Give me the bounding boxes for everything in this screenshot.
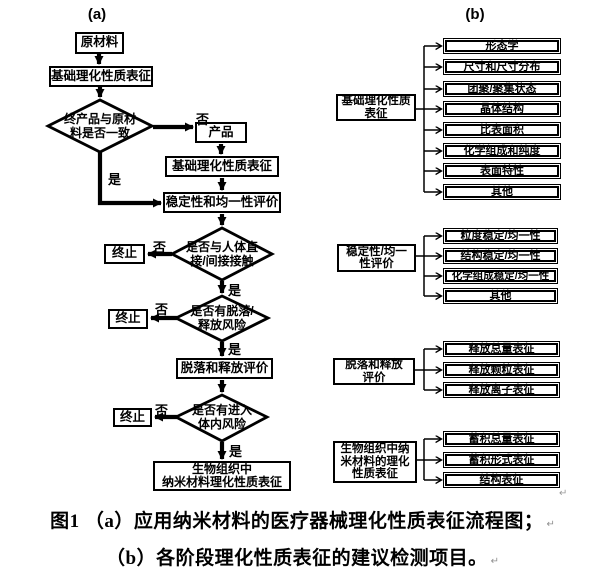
item-accumulation-form: 蓄积形式表征 (443, 452, 560, 468)
group1-header-line2: 表征 (364, 107, 388, 120)
figure-caption-line1: 图1 （a）应用纳米材料的医疗器械理化性质表征流程图；↵ (0, 506, 605, 533)
panel-b-label: (b) (465, 6, 485, 23)
stop-box-1: 终止 (104, 244, 145, 264)
decision-consistency-shape (44, 98, 156, 154)
decision-shedding-shape (172, 294, 272, 343)
decision-contact-label: 是否与人体直 接/间接接触 (172, 232, 272, 276)
group1-header-line1: 基础理化性质 (341, 95, 411, 107)
decision-shedding-line1: 是否有脱落/ (190, 304, 254, 318)
decision-consistency-label: 终产品与原材 料是否一致 (55, 103, 145, 149)
bio-tissue-line1: 生物组织中 (191, 462, 252, 476)
group-header-bio-tissue: 生物组织中纳 米材料的理化 性质表征 (333, 441, 417, 483)
item-released-particles: 释放颗粒表征 (443, 362, 560, 378)
bio-tissue-characterization-box: 生物组织中 纳米材料理化性质表征 (153, 461, 291, 491)
group3-header-line2: 评价 (362, 371, 386, 384)
group-header-shedding-release: 脱落和释放 评价 (333, 358, 415, 385)
item-others-1: 其他 (443, 184, 561, 200)
figure-caption-line2: （b）各阶段理化性质表征的建议检测项目。↵ (0, 543, 605, 570)
decision-entry-line1: 是否有进入 (191, 403, 252, 417)
decision-consistency-line2: 料是否一致 (69, 126, 130, 140)
return-mark: ↵ (490, 556, 499, 567)
item-structure-stability: 结构稳定/均一性 (443, 248, 558, 264)
group-header-basic-characterization: 基础理化性质 表征 (336, 94, 416, 121)
decision-diamonds (44, 98, 276, 443)
group2-header-line1: 稳定性/均一 (346, 245, 407, 258)
stop-box-3: 终止 (113, 408, 152, 427)
caption-line2-text: （b）各阶段理化性质表征的建议检测项目。 (106, 548, 488, 569)
decision-entry-line2: 体内风险 (197, 417, 246, 431)
basic-characterization-box-product: 基础理化性质表征 (165, 156, 279, 177)
panel-a-label: (a) (87, 6, 107, 23)
basic-characterization-box-top: 基础理化性质表征 (49, 66, 153, 87)
return-mark: ↵ (546, 519, 555, 530)
decision-shedding-label: 是否有脱落/ 释放风险 (174, 298, 270, 338)
decision-contact-line2: 接/间接接触 (190, 254, 254, 268)
flowchart-arrows (94, 54, 227, 460)
item-others-2: 其他 (443, 288, 558, 304)
raw-material-box: 原材料 (75, 32, 124, 54)
no-label-4: 否 (155, 403, 169, 418)
decision-contact-shape (168, 226, 276, 282)
return-mark: ↵ (559, 488, 568, 499)
group4-header-line1: 生物组织中纳 (340, 443, 410, 456)
group2-header-line2: 性评价 (359, 258, 394, 270)
item-released-ions: 释放离子表征 (443, 382, 560, 398)
decision-shedding-line2: 释放风险 (197, 318, 246, 332)
item-crystal-structure: 晶体结构 (443, 101, 561, 117)
item-structure-char: 结构表征 (443, 472, 560, 488)
yes-label-3: 是 (228, 342, 242, 357)
item-agglomeration-state: 团聚/聚集状态 (443, 81, 561, 97)
no-label-1: 否 (196, 112, 210, 127)
group4-header-line3: 性质表征 (352, 468, 398, 481)
no-label-3: 否 (155, 302, 169, 317)
product-box: 产品 (195, 122, 247, 143)
no-label-2: 否 (153, 240, 167, 255)
item-morphology: 形态学 (443, 38, 561, 54)
item-total-accumulation: 蓄积总量表征 (443, 431, 560, 447)
item-size-distribution: 尺寸和尺寸分布 (443, 59, 561, 75)
decision-contact-line1: 是否与人体直 (185, 240, 258, 254)
item-chemical-stability: 化学组成稳定/均一性 (443, 268, 558, 284)
group-header-stability-uniformity: 稳定性/均一 性评价 (337, 244, 416, 272)
yes-label-2: 是 (228, 283, 242, 298)
group3-header-line1: 脱落和释放 (345, 359, 403, 371)
item-specific-surface-area: 比表面积 (443, 122, 561, 138)
item-particle-size-stability: 粒度稳定/均一性 (443, 228, 558, 244)
caption-line1-text: 图1 （a）应用纳米材料的医疗器械理化性质表征流程图； (50, 511, 544, 532)
item-surface-properties: 表面特性 (443, 163, 561, 179)
stability-uniformity-eval-box: 稳定性和均一性评价 (163, 192, 281, 213)
bio-tissue-line2: 纳米材料理化性质表征 (161, 475, 282, 489)
yes-label-4: 是 (229, 444, 243, 459)
item-total-release: 释放总量表征 (443, 341, 560, 357)
yes-label-1: 是 (108, 172, 122, 187)
tree-connectors (415, 46, 441, 480)
shedding-release-eval-box: 脱落和释放评价 (176, 358, 273, 379)
stop-box-2: 终止 (108, 309, 148, 329)
decision-consistency-line1: 终产品与原材 (63, 112, 136, 126)
decision-entry-shape (172, 393, 271, 443)
group4-header-line2: 米材料的理化 (340, 455, 410, 468)
decision-entry-label: 是否有进入 体内风险 (174, 397, 270, 437)
item-chemical-composition: 化学组成和纯度 (443, 143, 561, 159)
